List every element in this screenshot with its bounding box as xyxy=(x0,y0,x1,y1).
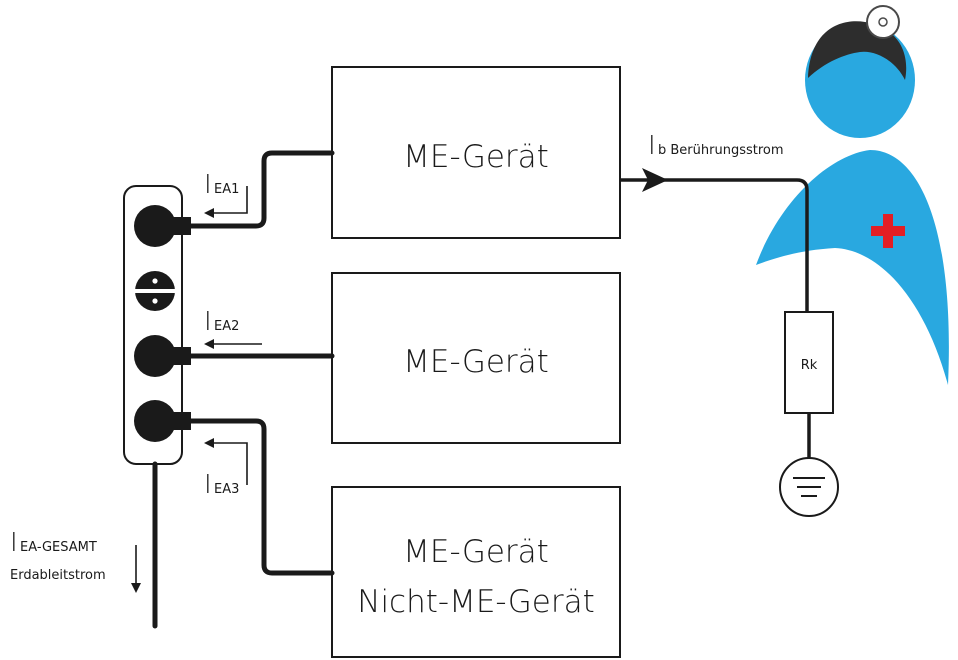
device-3-label-line2: Nicht-ME-Gerät xyxy=(357,584,594,620)
plug-1 xyxy=(173,217,191,235)
device-box-3 xyxy=(331,486,621,658)
device-box-1 xyxy=(331,66,621,239)
plug-2 xyxy=(173,347,191,365)
cable-3 xyxy=(187,418,335,576)
current-ea3-symbol: I xyxy=(204,470,212,500)
current-ea3: I EA3 xyxy=(204,438,248,500)
device-1-label: ME-Gerät xyxy=(403,139,549,175)
current-ea2-subscript: EA2 xyxy=(214,319,239,334)
head-mirror-icon xyxy=(866,5,900,39)
touch-current-arrowhead xyxy=(642,168,668,192)
touch-current-path: Rk xyxy=(620,168,839,517)
resistor-label: Rk xyxy=(801,358,818,373)
device-2-label: ME-Gerät xyxy=(403,344,549,380)
current-total-caption: Erdableitstrom xyxy=(10,568,106,583)
current-ea3-subscript: EA3 xyxy=(214,482,239,497)
current-touch-symbol: I xyxy=(648,131,656,161)
current-ea3-arrow xyxy=(210,442,248,485)
current-ea1-subscript: EA1 xyxy=(214,182,239,197)
current-ea1-arrow xyxy=(210,186,248,214)
current-touch: I b Berührungsstrom xyxy=(648,131,784,161)
current-ea2-symbol: I xyxy=(204,307,212,337)
current-ea2: I EA2 xyxy=(204,307,262,349)
current-total-subscript: EA-GESAMT xyxy=(20,540,97,555)
patient-shoulders xyxy=(756,150,949,385)
socket-outlet-icon xyxy=(134,335,176,377)
power-strip xyxy=(123,185,183,465)
cable-1 xyxy=(187,150,335,229)
current-total: I EA-GESAMT Erdableitstrom xyxy=(10,528,141,593)
current-ea1: I EA1 xyxy=(204,170,248,218)
socket-outlet-icon xyxy=(133,271,177,311)
device-3-label-line1: ME-Gerät xyxy=(403,534,549,570)
socket-outlet-icon xyxy=(134,400,176,442)
resistor-rk xyxy=(784,311,834,414)
current-total-symbol: I xyxy=(10,528,18,558)
ground-symbol-icon xyxy=(779,457,839,517)
current-ea1-symbol: I xyxy=(204,170,212,200)
current-touch-subscript: b Berührungsstrom xyxy=(658,143,784,158)
red-cross-icon xyxy=(871,214,905,248)
socket-outlet-icon xyxy=(134,205,176,247)
patient-figure xyxy=(756,5,949,385)
plug-3 xyxy=(173,412,191,430)
